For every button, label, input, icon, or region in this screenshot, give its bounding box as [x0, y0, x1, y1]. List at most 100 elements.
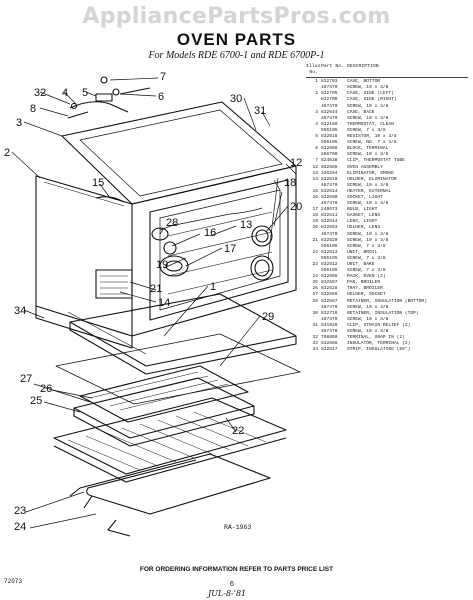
row-description: SCREW, 10 x 3/8 [347, 85, 389, 91]
callout-20: 20 [290, 201, 302, 213]
row-illus-no: 31 [312, 322, 318, 328]
row-illus-no: 18 [312, 213, 318, 219]
row-description: SCREW, 7 x 3/8 [347, 255, 386, 261]
row-part-no: 487470 [321, 201, 338, 207]
callout-8: 8 [30, 103, 36, 115]
oven-cavity [131, 165, 297, 337]
row-illus-no: 23 [312, 262, 318, 267]
row-illus-no: 15 [312, 188, 318, 194]
row-part-no: 595105 [321, 127, 338, 133]
row-description: SCREW, 7 x 3/8 [347, 268, 386, 274]
broiler-tray [79, 365, 249, 423]
row-part-no: 487470 [321, 103, 338, 109]
parts-list-header: Illus. No. Part No. DESCRIPTION [306, 64, 468, 79]
light-socket [151, 227, 169, 241]
callout-13: 13 [240, 219, 252, 231]
row-part-no: 832511 [321, 213, 338, 219]
row-description: CLIP, THERMOSTAT TUBE [347, 158, 405, 164]
row-part-no: 336294 [321, 170, 338, 176]
row-illus-no: 21 [312, 237, 318, 243]
row-part-no: 487470 [321, 115, 338, 121]
row-part-no: 832520 [321, 237, 338, 243]
row-part-no: 832513 [321, 249, 338, 255]
callout-32: 32 [34, 87, 46, 99]
parts-list-row: 487470 SCREW, 10 x 3/8 [306, 104, 468, 110]
row-illus-no: 4 [315, 121, 318, 127]
ordering-note: FOR ORDERING INFORMATION REFER TO PARTS … [139, 566, 334, 573]
row-description: SCREW, 10 x 3/8 [347, 103, 389, 109]
row-description: SCREW, NO. 7 x 3/8 [347, 140, 397, 146]
row-description: HOLDER, SOCKET [347, 292, 386, 298]
row-part-no: 487470 [321, 182, 338, 188]
row-description: CASE, BACK [347, 109, 375, 115]
row-part-no: 832706 [321, 97, 338, 103]
callout-26: 26 [40, 383, 52, 395]
row-description: RETAINER, INSULATION (TOP) [347, 310, 419, 316]
callout-21: 21 [150, 283, 162, 295]
row-part-no: 832510 [321, 176, 338, 182]
parts-list-row: 595105 SCREW, NO. 7 x 3/8 [306, 140, 468, 146]
lens-gasket [250, 255, 274, 281]
header-illus-no: Illus. No. [306, 64, 324, 76]
external-heater [95, 269, 133, 299]
row-illus-no: 5 [315, 134, 318, 140]
row-description: BULB, LIGHT [347, 207, 378, 213]
row-part-no: 832703 [321, 79, 338, 85]
site-watermark: AppliancePartsPros.com [82, 4, 391, 29]
row-illus-no: 16 [312, 194, 318, 200]
row-part-no: 487470 [321, 329, 338, 335]
callout-30: 30 [230, 93, 242, 105]
terminal-block [95, 93, 113, 102]
parts-list-row: 487470 SCREW, 10 x 3/8 [306, 116, 468, 122]
row-illus-no: 3 [315, 109, 318, 115]
row-part-no: 832666 [321, 341, 338, 347]
callout-16: 16 [204, 227, 216, 239]
row-description: THERMOSTAT, CLEAN [347, 121, 394, 127]
row-part-no: 832556 [321, 292, 338, 298]
row-illus-no: 22 [312, 249, 318, 255]
row-part-no: 832514 [321, 219, 338, 225]
callout-25: 25 [30, 395, 42, 407]
row-part-no: 487470 [321, 85, 338, 91]
callout-6: 6 [158, 91, 164, 103]
row-part-no: 832566 [321, 164, 338, 170]
row-description: SCREW, 10 x 3/8 [347, 304, 389, 310]
row-description: OVEN ASSEMBLY [347, 164, 383, 170]
row-description: SCREW, 10 x 3/8 [347, 115, 389, 121]
page-title: OVEN PARTS [176, 30, 297, 49]
row-part-no: 832716 [321, 310, 338, 316]
figure-code: RA-1963 [224, 524, 252, 531]
bottom-case [69, 293, 297, 367]
row-description: PAN, BROILER [347, 280, 381, 286]
row-part-no: 595105 [321, 140, 338, 146]
row-description: HEATER, EXTERNAL [347, 188, 392, 194]
row-description: SCREW, 10 x 3/8 [347, 231, 389, 237]
row-description: CASE, BOTTOM [347, 79, 381, 85]
row-part-no: 832150 [321, 121, 338, 127]
row-part-no: 832512 [321, 262, 338, 267]
row-part-no: 832553 [321, 225, 338, 231]
callout-15: 15 [92, 177, 104, 189]
row-part-no: 487470 [321, 316, 338, 322]
row-description: TERMINAL, SNAP IN (2) [347, 335, 405, 341]
